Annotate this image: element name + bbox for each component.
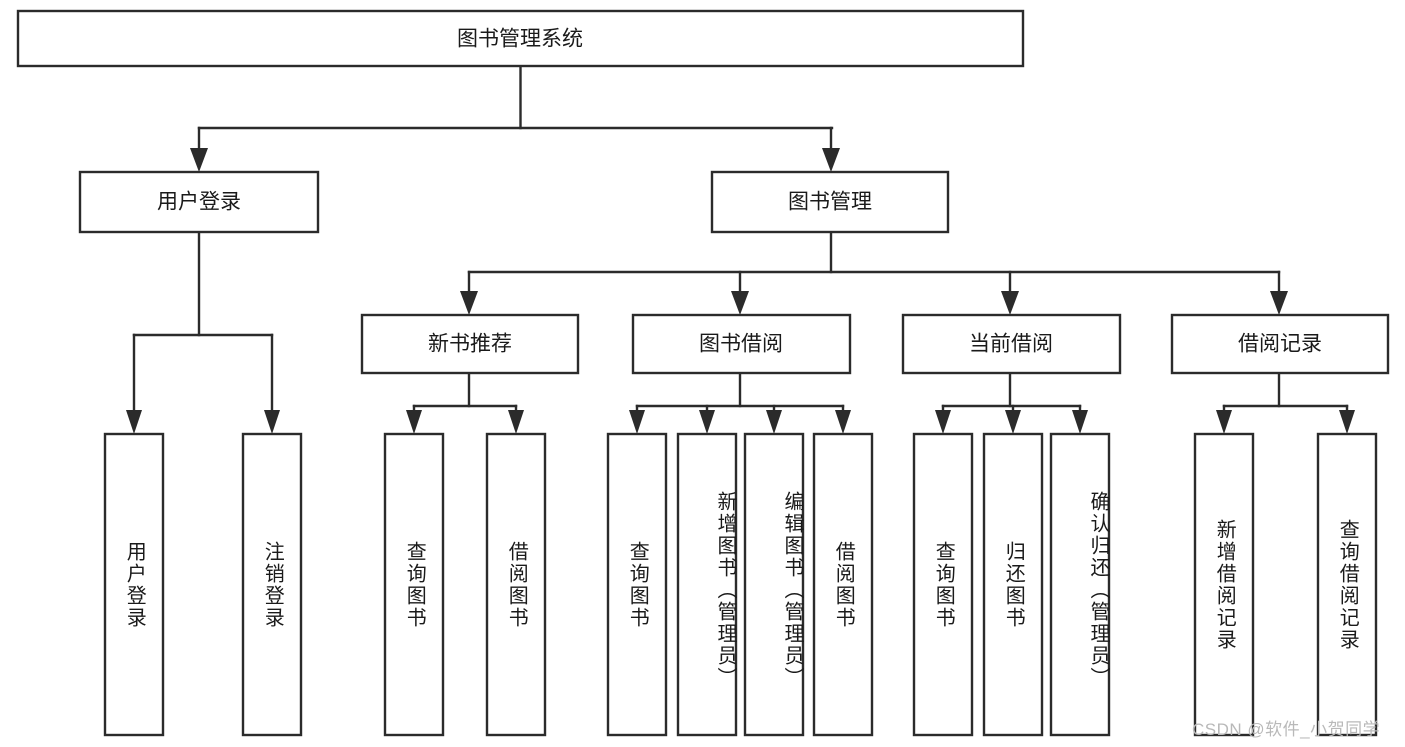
node-box-leaf-query-book-borrow[interactable] (606, 432, 668, 737)
arrowhead-icon-leaf-user-logout (264, 410, 280, 434)
node-label-current-borrow: 当前借阅 (969, 333, 1053, 356)
node-box-leaf-query-book-rec[interactable] (383, 432, 445, 737)
node-label-book-borrow: 图书借阅 (699, 333, 783, 356)
node-box-leaf-user-login[interactable] (103, 432, 165, 737)
arrowhead-icon-leaf-query-book-rec (406, 410, 422, 434)
node-label-borrow-record: 借阅记录 (1238, 333, 1322, 356)
arrowhead-icon-leaf-query-book-cur (935, 410, 951, 434)
node-box-user-login[interactable] (78, 170, 320, 234)
arrowhead-icon-leaf-return-book (1005, 410, 1021, 434)
arrowhead-icon-leaf-confirm-return (1072, 410, 1088, 434)
arrowhead-icon-new-book-rec (460, 291, 478, 315)
arrowhead-icon-leaf-borrow-book-rec (508, 410, 524, 434)
node-box-book-borrow[interactable] (631, 313, 852, 375)
node-label-user-login: 用户登录 (157, 191, 241, 214)
node-box-leaf-query-borrow-record[interactable] (1316, 432, 1378, 737)
arrowhead-layer (126, 148, 1355, 434)
node-box-layer: 图书管理系统 用户登录 图书管理 新书推荐 图书借阅 当前借阅 借阅记录 (16, 9, 1390, 737)
node-box-leaf-add-book[interactable] (676, 432, 738, 737)
node-box-leaf-borrow-book[interactable] (812, 432, 874, 737)
node-box-leaf-query-book-cur[interactable] (912, 432, 974, 737)
node-box-root[interactable] (16, 9, 1025, 68)
watermark-text: CSDN @软件_小贺同学 (1192, 720, 1381, 739)
node-label-book-manage: 图书管理 (788, 191, 872, 214)
node-label-new-book-rec: 新书推荐 (428, 333, 512, 356)
arrowhead-icon-user-login (190, 148, 208, 172)
node-label-root: 图书管理系统 (457, 28, 583, 51)
arrowhead-icon-book-borrow (731, 291, 749, 315)
node-box-current-borrow[interactable] (901, 313, 1122, 375)
node-box-leaf-return-book[interactable] (982, 432, 1044, 737)
arrowhead-icon-current-borrow (1001, 291, 1019, 315)
node-box-new-book-rec[interactable] (360, 313, 580, 375)
node-box-leaf-confirm-return[interactable] (1049, 432, 1111, 737)
node-box-borrow-record[interactable] (1170, 313, 1390, 375)
node-box-leaf-add-borrow-record[interactable] (1193, 432, 1255, 737)
arrowhead-icon-leaf-add-borrow-record (1216, 410, 1232, 434)
node-box-leaf-borrow-book-rec[interactable] (485, 432, 547, 737)
arrowhead-icon-book-manage (822, 148, 840, 172)
node-box-leaf-user-logout[interactable] (241, 432, 303, 737)
node-box-book-manage[interactable] (710, 170, 950, 234)
arrowhead-icon-leaf-add-book (699, 410, 715, 434)
arrowhead-icon-borrow-record (1270, 291, 1288, 315)
arrowhead-icon-leaf-borrow-book (835, 410, 851, 434)
node-box-leaf-edit-book[interactable] (743, 432, 805, 737)
arrowhead-icon-leaf-user-login (126, 410, 142, 434)
arrowhead-icon-leaf-query-book-borrow (629, 410, 645, 434)
arrowhead-icon-leaf-query-borrow-record (1339, 410, 1355, 434)
arrowhead-icon-leaf-edit-book (766, 410, 782, 434)
